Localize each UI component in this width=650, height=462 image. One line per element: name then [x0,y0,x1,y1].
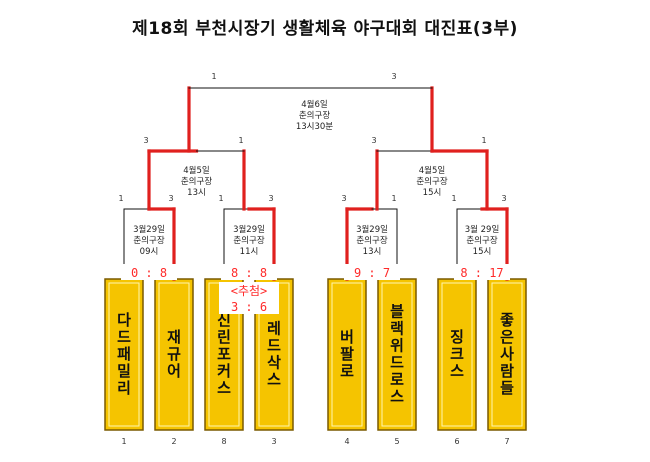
page-title: 제18회 부천시장기 생활체육 야구대회 대진표(3부) [132,19,518,39]
score-bg [219,282,279,314]
r1-left-label: 1 [218,194,223,203]
r1-score: 9 : 7 [354,266,390,280]
team-seed: 4 [344,437,349,446]
r1-right-label: 3 [168,194,173,203]
team-seed: 1 [121,437,126,446]
final-right-label: 3 [391,72,396,81]
r1-time: 09시 [140,247,159,257]
team-box [437,278,477,431]
r1-date: 3월29일 [356,224,388,235]
r1-venue: 춘의구장 [466,235,497,246]
r1-venue: 춘의구장 [356,235,387,246]
r2-left-label: 3 [371,136,376,145]
r2-venue: 춘의구장 [181,176,212,187]
r1-venue: 춘의구장 [133,235,164,246]
r1-note: <추첨> [231,284,268,298]
final-left-label: 1 [211,72,216,81]
r1-left-label: 3 [341,194,346,203]
r2-date: 4월5일 [419,165,445,176]
r2-right-label: 1 [238,136,243,145]
r2-time: 15시 [423,188,442,198]
r1-left-label: 1 [451,194,456,203]
r1-score: 0 : 8 [131,266,167,280]
team-box-inner [108,282,140,427]
r1-time: 13시 [363,247,382,257]
team-box [377,278,417,431]
score-bg [454,264,510,280]
r1-right-label: 3 [268,194,273,203]
team-box [327,278,367,431]
team-box-inner [158,282,190,427]
team-seed: 3 [271,437,276,446]
team-box-inner [441,282,473,427]
r1-date: 3월 29일 [465,224,500,235]
score-bg [221,264,277,280]
r1-time: 15시 [473,247,492,257]
r2-left-label: 3 [143,136,148,145]
team-box-inner [491,282,523,427]
team-box-inner [381,282,413,427]
r1-venue: 춘의구장 [233,235,264,246]
team-seed: 8 [221,437,226,446]
final-date: 4월6일 [301,99,327,110]
r2-venue: 춘의구장 [416,176,447,187]
team-seed: 7 [504,437,509,446]
team-box-inner [331,282,363,427]
r1-date: 3월29일 [133,224,165,235]
r1-score: 8 : 17 [460,266,503,280]
team-seed: 6 [454,437,459,446]
score-bg [121,264,177,280]
r1-score: 8 : 8 [231,266,267,280]
r1-date: 3월29일 [233,224,265,235]
r2-right-label: 1 [481,136,486,145]
final-time: 13시30분 [296,122,333,132]
team-seed: 2 [171,437,176,446]
r1-right-label: 1 [391,194,396,203]
r2-time: 13시 [187,188,206,198]
score-bg [344,264,400,280]
r1-left-label: 1 [118,194,123,203]
r2-date: 4월5일 [183,165,209,176]
r1-score2: 3 : 6 [231,300,267,314]
r1-right-label: 3 [501,194,506,203]
team-seed: 5 [394,437,399,446]
r1-time: 11시 [240,247,259,257]
final-venue: 춘의구장 [299,110,330,121]
